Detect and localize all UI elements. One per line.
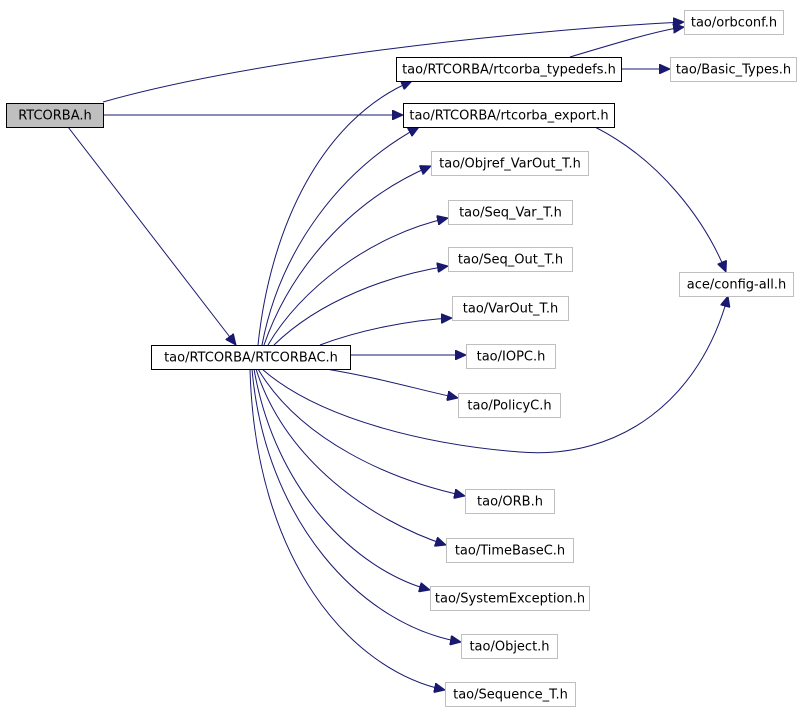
- edge-rtcorbac-to-export: [261, 127, 419, 346]
- node-orb[interactable]: tao/ORB.h: [465, 489, 555, 514]
- edges-layer: [67, 22, 728, 690]
- node-seq_var[interactable]: tao/Seq_Var_T.h: [448, 200, 573, 225]
- node-rtcorba_h: RTCORBA.h: [6, 103, 104, 128]
- edge-rtcorbac-to-sequence: [249, 368, 445, 690]
- node-label-objref: tao/Objref_VarOut_T.h: [439, 157, 581, 172]
- node-label-config_all: ace/config-all.h: [687, 278, 787, 293]
- edge-export-to-config_all: [594, 126, 726, 272]
- node-rtcorbac[interactable]: tao/RTCORBA/RTCORBAC.h: [151, 345, 351, 370]
- node-box-seq_var: [448, 200, 573, 225]
- node-basic_types[interactable]: tao/Basic_Types.h: [670, 57, 797, 82]
- edge-rtcorbac-to-object: [251, 368, 461, 642]
- edge-rtcorbac-to-policyc: [325, 368, 458, 398]
- node-box-rtcorbac: [151, 345, 351, 370]
- edge-rtcorbac-to-objref: [263, 166, 431, 346]
- node-box-objref: [431, 151, 589, 176]
- node-box-export: [403, 103, 615, 128]
- node-box-object: [461, 634, 558, 659]
- node-box-typedefs: [396, 57, 622, 82]
- node-objref[interactable]: tao/Objref_VarOut_T.h: [431, 151, 589, 176]
- node-label-export: tao/RTCORBA/rtcorba_export.h: [409, 109, 608, 124]
- node-sequence[interactable]: tao/Sequence_T.h: [445, 682, 576, 707]
- edge-rtcorbac-to-sysexc: [253, 368, 430, 590]
- node-typedefs[interactable]: tao/RTCORBA/rtcorba_typedefs.h: [396, 57, 622, 82]
- node-box-timebase: [446, 538, 574, 563]
- edge-rtcorbac-to-seq_out: [273, 266, 448, 346]
- node-box-orb: [465, 489, 555, 514]
- node-label-iopc: tao/IOPC.h: [477, 350, 546, 365]
- node-label-typedefs: tao/RTCORBA/rtcorba_typedefs.h: [402, 63, 616, 78]
- node-label-object: tao/Object.h: [469, 640, 549, 655]
- node-box-config_all: [679, 272, 794, 297]
- node-object[interactable]: tao/Object.h: [461, 634, 558, 659]
- node-config_all[interactable]: ace/config-all.h: [679, 272, 794, 297]
- edge-rtcorbac-to-seq_var: [267, 218, 448, 346]
- node-box-orbconf: [684, 10, 784, 35]
- edge-rtcorbac-to-orb: [257, 368, 465, 496]
- node-seq_out[interactable]: tao/Seq_Out_T.h: [448, 247, 573, 272]
- node-label-varout: tao/VarOut_T.h: [463, 302, 558, 317]
- node-box-policyc: [458, 393, 561, 418]
- node-label-sysexc: tao/SystemException.h: [435, 592, 585, 607]
- node-box-basic_types: [670, 57, 797, 82]
- node-label-seq_var: tao/Seq_Var_T.h: [459, 206, 562, 221]
- node-box-sequence: [445, 682, 576, 707]
- nodes-layer: RTCORBA.h tao/orbconf.h tao/RTCORBA/rtcorb…: [6, 10, 797, 707]
- edge-rtcorbac-to-varout: [319, 318, 452, 346]
- node-box-sysexc: [430, 586, 590, 611]
- node-label-rtcorba_h: RTCORBA.h: [18, 109, 92, 124]
- node-orbconf[interactable]: tao/orbconf.h: [684, 10, 784, 35]
- node-varout[interactable]: tao/VarOut_T.h: [452, 296, 569, 321]
- node-sysexc[interactable]: tao/SystemException.h: [430, 586, 590, 611]
- node-box-iopc: [466, 344, 556, 369]
- edge-rtcorbac-to-config_all: [261, 296, 728, 454]
- node-label-basic_types: tao/Basic_Types.h: [676, 63, 791, 78]
- edge-typedefs-to-orbconf: [569, 27, 684, 58]
- node-label-seq_out: tao/Seq_Out_T.h: [458, 253, 563, 268]
- node-box-rtcorba_h: [6, 103, 104, 128]
- node-label-timebase: tao/TimeBaseC.h: [455, 544, 565, 559]
- node-label-policyc: tao/PolicyC.h: [467, 399, 551, 414]
- edge-rtcorbac-to-timebase: [255, 368, 446, 545]
- node-iopc[interactable]: tao/IOPC.h: [466, 344, 556, 369]
- node-timebase[interactable]: tao/TimeBaseC.h: [446, 538, 574, 563]
- node-export[interactable]: tao/RTCORBA/rtcorba_export.h: [403, 103, 615, 128]
- node-label-rtcorbac: tao/RTCORBA/RTCORBAC.h: [164, 351, 338, 366]
- node-label-orbconf: tao/orbconf.h: [691, 16, 777, 31]
- edge-rtcorba_h-to-orbconf: [102, 22, 684, 103]
- node-box-seq_out: [448, 247, 573, 272]
- edge-rtcorba_h-to-rtcorbac: [67, 126, 236, 345]
- edge-rtcorbac-to-typedefs: [257, 81, 412, 346]
- node-label-orb: tao/ORB.h: [477, 495, 543, 510]
- node-policyc[interactable]: tao/PolicyC.h: [458, 393, 561, 418]
- node-label-sequence: tao/Sequence_T.h: [453, 688, 568, 703]
- node-box-varout: [452, 296, 569, 321]
